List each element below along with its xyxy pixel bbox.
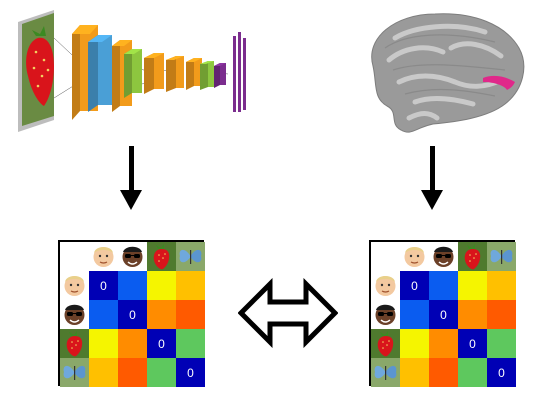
- rdm-cell: [400, 300, 429, 329]
- rdm-cell: [118, 271, 147, 300]
- rdm-cell: [487, 271, 516, 300]
- fc-layer-1: [233, 36, 236, 112]
- conv-layer-2: [88, 35, 112, 112]
- rdm-cell: [89, 358, 118, 387]
- rdm-cell: [118, 358, 147, 387]
- rdm-cell: [429, 271, 458, 300]
- strawberry-icon: [371, 329, 400, 358]
- rdm-cell: [429, 329, 458, 358]
- butterfly-icon: [60, 358, 89, 387]
- rdm-cell: [400, 358, 429, 387]
- rdm-cell: [400, 329, 429, 358]
- bidirectional-arrow: [238, 278, 338, 348]
- strawberry-icon: [147, 242, 176, 271]
- butterfly-icon: [487, 242, 516, 271]
- rdm-cell: [458, 271, 487, 300]
- rdm-cell: [147, 271, 176, 300]
- rdm-diagonal-cell: 0: [458, 329, 487, 358]
- rdm-diagonal-cell: 0: [147, 329, 176, 358]
- conv-layer-5: [144, 53, 164, 94]
- rdm-diagonal-cell: 0: [429, 300, 458, 329]
- sulci: [386, 23, 504, 121]
- cnn-diagram: [18, 10, 246, 132]
- input-image: [18, 10, 54, 132]
- rdm-cell: [176, 300, 205, 329]
- down-arrow-left: [118, 146, 144, 212]
- conv-layer-4: [124, 49, 142, 98]
- fc-layer-2: [238, 32, 241, 112]
- cnn-layers: [72, 25, 226, 120]
- rdm-cell: [429, 358, 458, 387]
- rdm-diagonal-cell: 0: [400, 271, 429, 300]
- sunglasses-face-icon: [60, 300, 89, 329]
- rdm-cell: [487, 329, 516, 358]
- conv-layer-8: [200, 61, 214, 90]
- rdm-cell: [487, 300, 516, 329]
- roi-highlight: [483, 75, 515, 90]
- conv-layer-7: [186, 58, 202, 90]
- rdm-cell: [458, 358, 487, 387]
- rdm-cell: [147, 300, 176, 329]
- rdm-cell: [147, 358, 176, 387]
- child-face-icon: [60, 271, 89, 300]
- sunglasses-face-icon: [429, 242, 458, 271]
- rdm-cell: [176, 271, 205, 300]
- cortex-surface: [371, 13, 525, 133]
- butterfly-icon: [371, 358, 400, 387]
- butterfly-icon: [176, 242, 205, 271]
- cnn-architecture: [14, 8, 254, 136]
- rdm-diagonal-cell: 0: [89, 271, 118, 300]
- fc-layer-3: [243, 38, 246, 110]
- gyri-lines: [384, 34, 506, 97]
- rdm-diagonal-cell: 0: [176, 358, 205, 387]
- strawberry-icon: [458, 242, 487, 271]
- child-face-icon: [89, 242, 118, 271]
- down-arrow-right: [419, 146, 445, 212]
- strawberry-icon: [26, 26, 54, 106]
- brain-medial-view: [371, 13, 525, 133]
- rdm-diagonal-cell: 0: [118, 300, 147, 329]
- conv-layer-6: [166, 56, 184, 92]
- rdm-cell: [89, 300, 118, 329]
- rdm-cell: [89, 329, 118, 358]
- child-face-icon: [400, 242, 429, 271]
- conv-layer-9: [214, 63, 226, 88]
- fc-layers: [233, 32, 246, 112]
- strawberry-icon: [60, 329, 89, 358]
- sunglasses-face-icon: [371, 300, 400, 329]
- sunglasses-face-icon: [118, 242, 147, 271]
- rdm-diagonal-cell: 0: [487, 358, 516, 387]
- rdm-cell: [118, 329, 147, 358]
- child-face-icon: [371, 271, 400, 300]
- brain-image: [355, 8, 530, 138]
- rdm-cell: [458, 300, 487, 329]
- rdm-cell: [176, 329, 205, 358]
